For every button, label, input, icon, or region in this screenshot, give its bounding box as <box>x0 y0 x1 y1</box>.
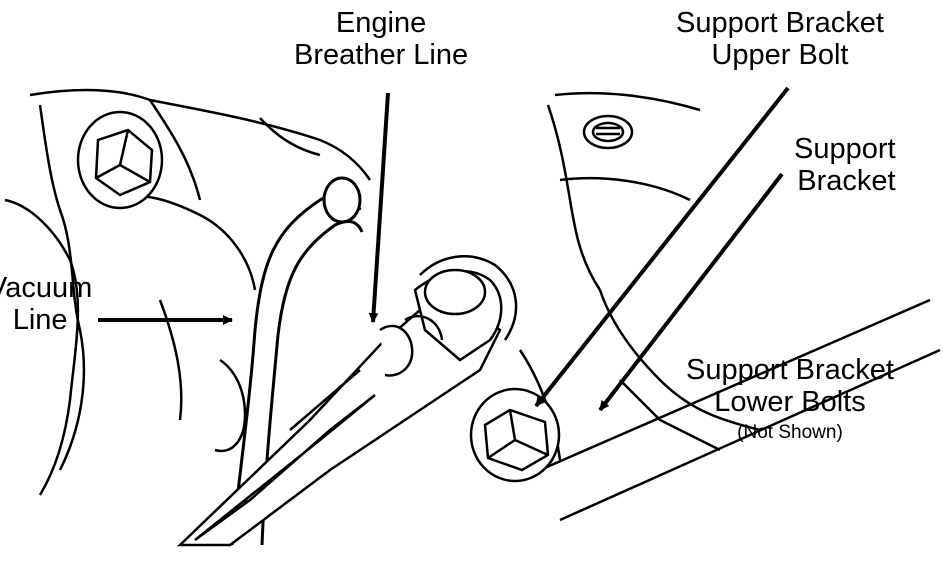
label-line: Support Bracket <box>686 354 894 386</box>
callout-arrows <box>98 86 790 412</box>
label-engine-breather-line: Engine Breather Line <box>294 7 468 71</box>
arrow-engine-breather-line <box>368 92 390 323</box>
label-support-bracket-upper-bolt: Support Bracket Upper Bolt <box>676 7 884 71</box>
label-support-bracket-lower-bolts: Support Bracket Lower Bolts (Not Shown) <box>686 354 894 444</box>
vacuum-line-hose <box>230 176 364 546</box>
arrow-upper-bolt <box>534 86 790 408</box>
breather-line-fitting <box>176 255 518 547</box>
label-line: Vacuum <box>0 272 93 304</box>
threaded-hole <box>582 114 634 150</box>
label-support-bracket: Support Bracket <box>794 133 896 197</box>
upper-left-bolt <box>76 110 164 210</box>
support-bracket-lower-bolt <box>469 387 561 483</box>
label-line: Engine <box>335 7 427 39</box>
label-line: Lower Bolts <box>714 386 866 418</box>
engine-block-right <box>518 91 941 522</box>
label-line: Support <box>794 133 896 165</box>
label-line: Bracket <box>797 165 896 197</box>
label-note: (Not Shown) <box>737 422 843 443</box>
label-line: Support Bracket <box>676 7 884 39</box>
label-line: Upper Bolt <box>711 39 849 71</box>
label-vacuum-line: Vacuum Line <box>0 272 92 336</box>
label-line: Line <box>12 304 68 336</box>
label-line: Breather Line <box>294 39 469 71</box>
arrow-support-bracket <box>598 172 784 412</box>
